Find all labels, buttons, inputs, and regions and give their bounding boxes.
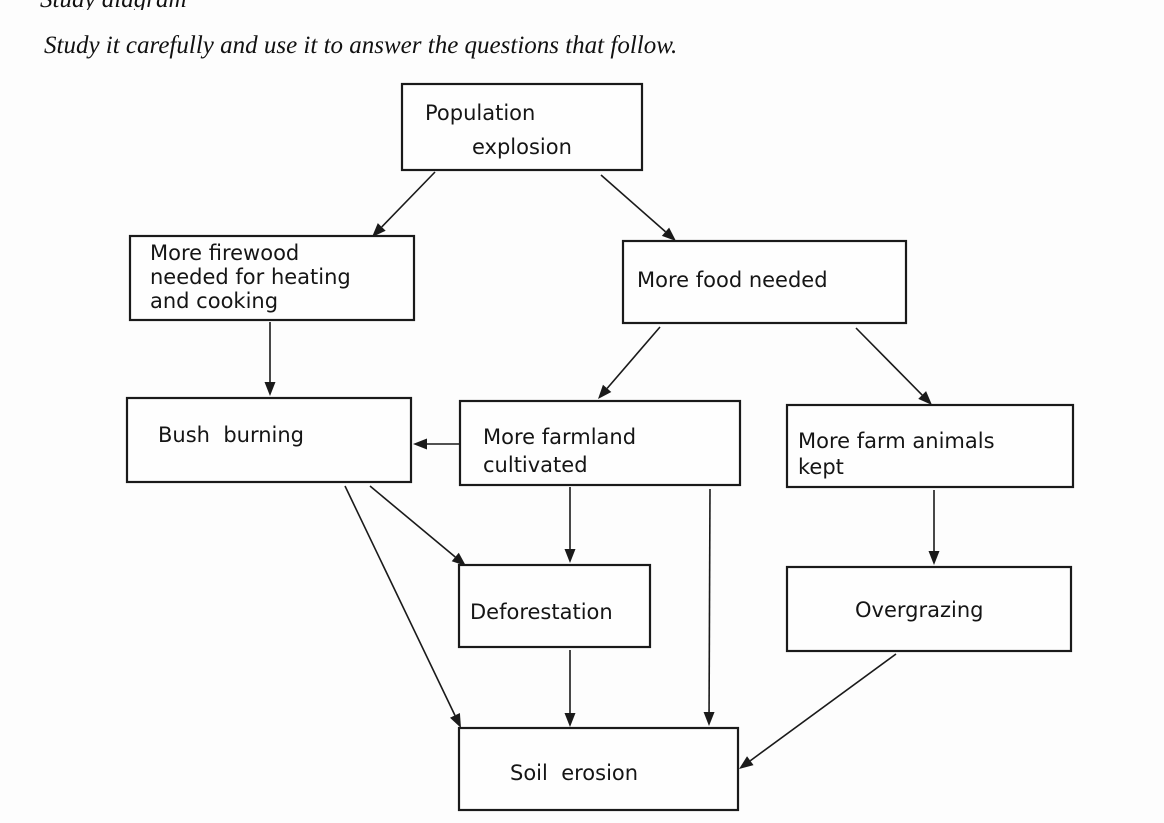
arrow-line: [600, 174, 667, 233]
arrow-food-to-farmland: [598, 326, 661, 399]
node-label-line: Soil erosion: [510, 761, 638, 785]
arrow-bush-to-deforestation: [369, 485, 466, 566]
arrowhead: [372, 223, 386, 237]
arrowhead: [264, 382, 276, 396]
arrowhead: [413, 438, 427, 450]
arrow-line: [381, 171, 436, 228]
node-deforestation: Deforestation: [457, 563, 652, 649]
node-food: More food needed: [621, 239, 908, 325]
arrow-deforestation-to-soil: [564, 650, 576, 727]
arrowhead: [564, 713, 576, 727]
node-box: [400, 82, 644, 172]
node-box: [785, 403, 1075, 489]
arrow-animals-to-overgrazing: [928, 490, 940, 565]
arrowhead: [661, 227, 676, 241]
arrow-line: [606, 326, 661, 389]
node-label-line: Overgrazing: [855, 598, 983, 622]
arrowhead: [598, 384, 612, 399]
arrow-line: [369, 485, 456, 558]
node-label-line: Deforestation: [470, 600, 613, 624]
arrowhead: [918, 391, 932, 405]
edges-layer: [264, 171, 940, 769]
arrowhead: [703, 711, 715, 726]
arrow-population-to-firewood: [372, 171, 436, 237]
node-soil: Soil erosion: [457, 726, 740, 812]
node-box: [457, 726, 740, 812]
arrow-line: [855, 327, 923, 396]
node-label-line: Bush burning: [158, 423, 304, 447]
node-box: [128, 234, 416, 322]
node-population: Population explosion: [400, 82, 644, 172]
arrowhead: [928, 551, 940, 565]
node-box: [458, 399, 742, 487]
arrow-firewood-to-bush: [264, 322, 276, 396]
node-box: [457, 563, 652, 649]
node-box: [125, 396, 413, 484]
arrow-food-to-animals: [855, 327, 932, 405]
node-label-line: needed for heating: [150, 265, 351, 289]
arrow-farmland-to-deforestation: [564, 487, 576, 563]
node-bush: Bush burning: [125, 396, 413, 484]
node-label-line: More farm animals: [798, 429, 995, 453]
node-box: [621, 239, 908, 325]
arrow-line: [344, 485, 456, 716]
arrowhead: [564, 549, 576, 563]
node-label-line: cultivated: [483, 453, 588, 477]
arrowhead: [739, 756, 754, 769]
arrow-line: [749, 653, 897, 762]
arrow-bush-to-soil: [344, 485, 461, 728]
arrow-farmland-to-bush: [413, 438, 460, 450]
node-label-line: More farmland: [483, 425, 636, 449]
instruction-text: Study it carefully and use it to answer …: [44, 32, 678, 59]
node-farmland: More farmland cultivated: [458, 399, 742, 487]
arrow-overgrazing-to-soil: [739, 653, 897, 769]
node-box: [785, 565, 1073, 653]
arrowhead: [449, 712, 461, 728]
arrowhead: [451, 552, 466, 566]
node-label-line: and cooking: [150, 289, 278, 313]
node-label-line: Population: [425, 101, 535, 125]
node-label-line: More firewood: [150, 241, 299, 265]
arrow-population-to-food: [600, 174, 676, 241]
node-label-line: explosion: [472, 135, 572, 159]
node-overgrazing: Overgrazing: [785, 565, 1073, 653]
arrow-line: [708, 488, 711, 713]
arrow-farmland-to-soil: [703, 488, 715, 726]
node-label-line: kept: [798, 455, 844, 479]
node-label-line: More food needed: [637, 268, 828, 292]
cropped-heading-fragment: Study diagram: [40, 0, 240, 10]
